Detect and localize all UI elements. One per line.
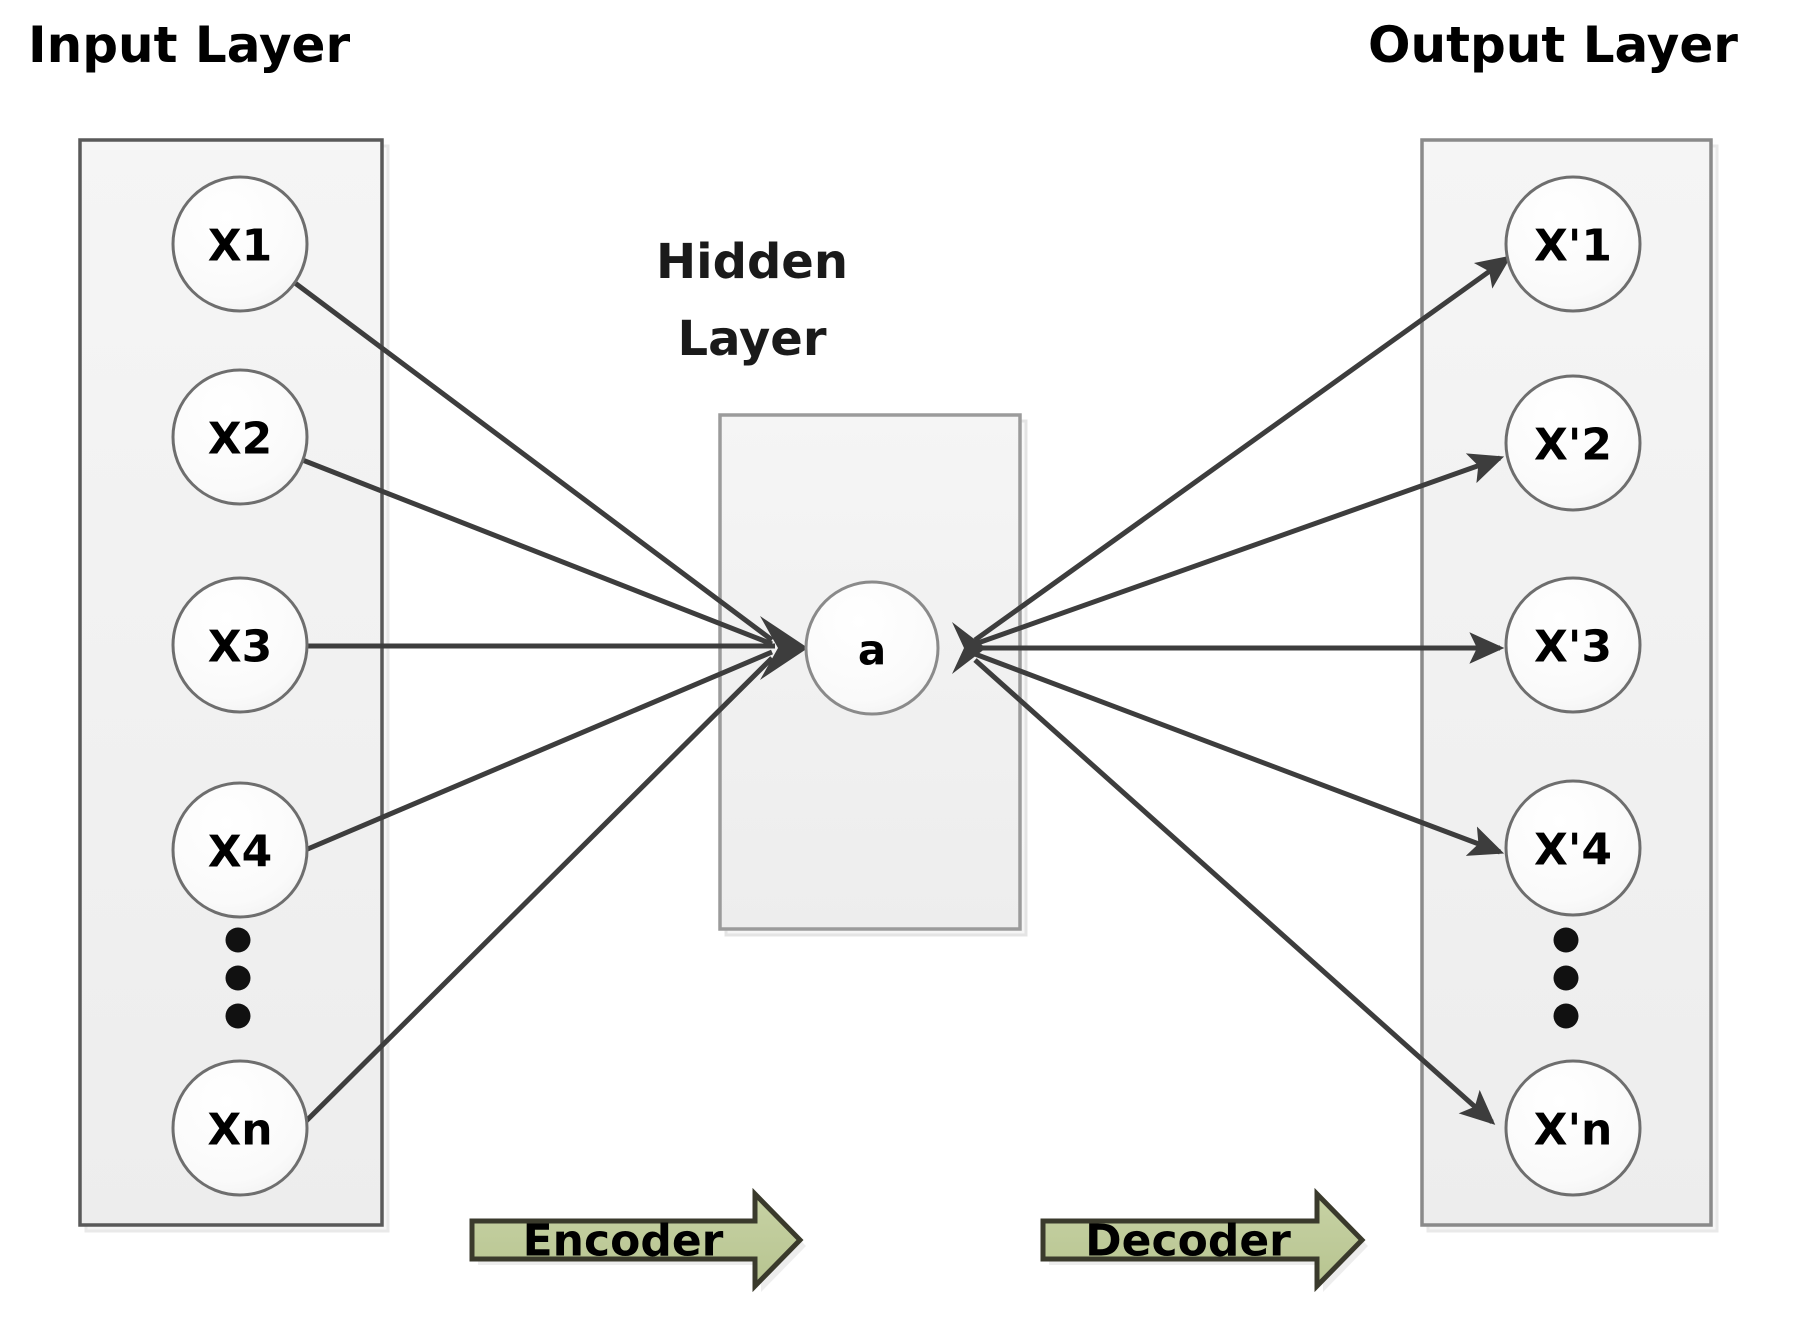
input-node-x2-label: X2: [208, 414, 273, 465]
edge-x1-to-a: [273, 265, 774, 643]
edge-x2-to-a: [276, 447, 773, 647]
hidden-layer-title-line1: Hidden: [656, 234, 848, 290]
edge-a-to-xp1: [973, 255, 1512, 643]
input-node-x4-label: X4: [208, 827, 273, 878]
output-node-xp3-label: X'3: [1534, 622, 1612, 673]
decoder-arrow-label: Decoder: [1085, 1216, 1291, 1267]
output-node-xp4[interactable]: X'4: [1504, 779, 1642, 917]
output-node-xp1-label: X'1: [1534, 221, 1612, 272]
input-node-x4[interactable]: X4: [171, 781, 309, 919]
decoder-edges: [952, 255, 1512, 1125]
edge-xn-to-a: [273, 656, 774, 1154]
output-node-xpn[interactable]: X'n: [1504, 1059, 1642, 1197]
input-node-x2[interactable]: X2: [171, 368, 309, 506]
encoder-edges: [273, 265, 808, 1154]
output-node-xp2[interactable]: X'2: [1504, 374, 1642, 512]
edge-x4-to-a: [276, 649, 773, 865]
hidden-node-a[interactable]: a: [804, 580, 940, 716]
edge-a-to-xp4: [974, 651, 1505, 856]
hidden-node-a-label: a: [858, 626, 886, 675]
input-node-x3[interactable]: X3: [171, 576, 309, 714]
encoder-arrow[interactable]: Encoder: [469, 1187, 806, 1293]
output-node-xp1[interactable]: X'1: [1504, 175, 1642, 313]
encoder-converge-arrowhead: [760, 616, 808, 680]
output-node-xpn-label: X'n: [1534, 1105, 1613, 1156]
decoder-arrow[interactable]: Decoder: [1040, 1187, 1368, 1293]
output-node-xp2-label: X'2: [1534, 420, 1612, 471]
hidden-layer-title-line2: Layer: [677, 311, 826, 367]
output-node-xp4-label: X'4: [1534, 825, 1612, 876]
input-node-x1-label: X1: [208, 221, 273, 272]
input-node-x3-label: X3: [208, 622, 273, 673]
output-layer-title: Output Layer: [1368, 16, 1738, 74]
input-layer-ellipsis: [225, 927, 251, 1029]
edge-a-to-xp2: [974, 453, 1505, 647]
input-node-xn[interactable]: Xn: [171, 1059, 309, 1197]
output-node-xp3[interactable]: X'3: [1504, 576, 1642, 714]
edge-a-to-xpn: [973, 658, 1496, 1125]
encoder-arrow-label: Encoder: [523, 1216, 724, 1267]
input-layer-box: [78, 138, 390, 1233]
decoder-diverge-arrowhead: [952, 622, 986, 674]
output-layer-ellipsis: [1553, 927, 1579, 1029]
input-layer-title: Input Layer: [28, 16, 350, 74]
input-node-xn-label: Xn: [207, 1105, 272, 1156]
input-node-x1[interactable]: X1: [171, 175, 309, 313]
